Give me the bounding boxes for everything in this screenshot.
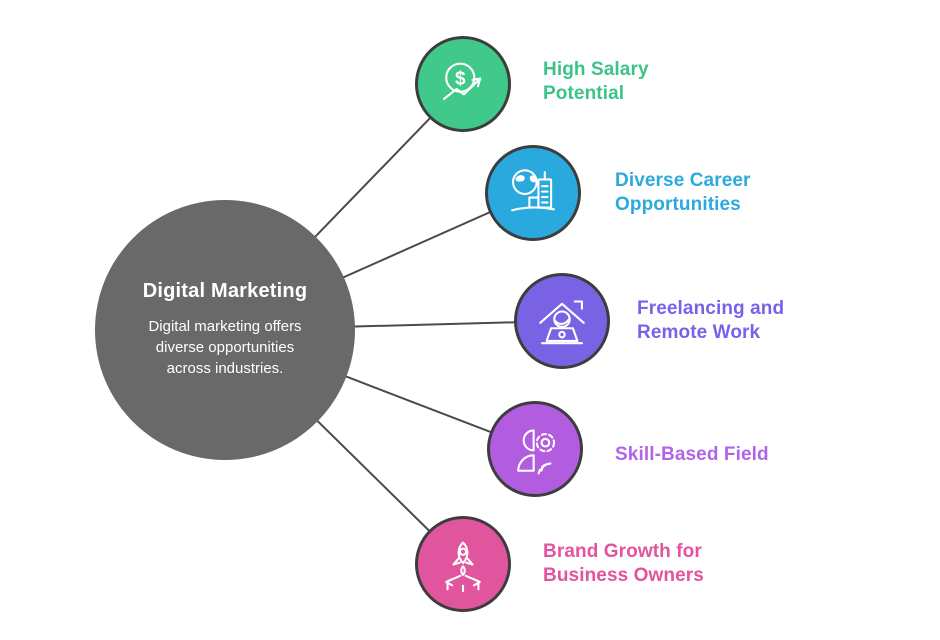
- branch-node-high-salary: $: [415, 36, 511, 132]
- rocket-launchpad-icon: [445, 541, 481, 593]
- branch-label-skill-based: Skill-Based Field: [615, 444, 769, 465]
- branch-node-freelancing: [514, 273, 610, 369]
- branch-label-brand-growth: Brand Growth for Business Owners: [543, 541, 704, 586]
- coin-trend-arrow-icon: $: [442, 62, 482, 100]
- branch-node-skill-based: [487, 401, 583, 497]
- branch-label-diverse-career: Diverse Career Opportunities: [615, 170, 751, 215]
- center-title: Digital Marketing: [142, 280, 308, 303]
- center-description: Digital marketing offers diverse opportu…: [148, 318, 302, 377]
- branch-label-freelancing: Freelancing and Remote Work: [637, 298, 785, 343]
- center-node: Digital Marketing Digital marketing offe…: [95, 200, 355, 460]
- svg-text:$: $: [455, 68, 466, 89]
- branch-node-diverse-career: [485, 145, 581, 241]
- person-gears-icon: [517, 429, 556, 475]
- branch-label-high-salary: High Salary Potential: [543, 59, 649, 104]
- home-laptop-icon: [539, 300, 585, 345]
- globe-building-icon: [511, 169, 555, 212]
- branch-node-brand-growth: [415, 516, 511, 612]
